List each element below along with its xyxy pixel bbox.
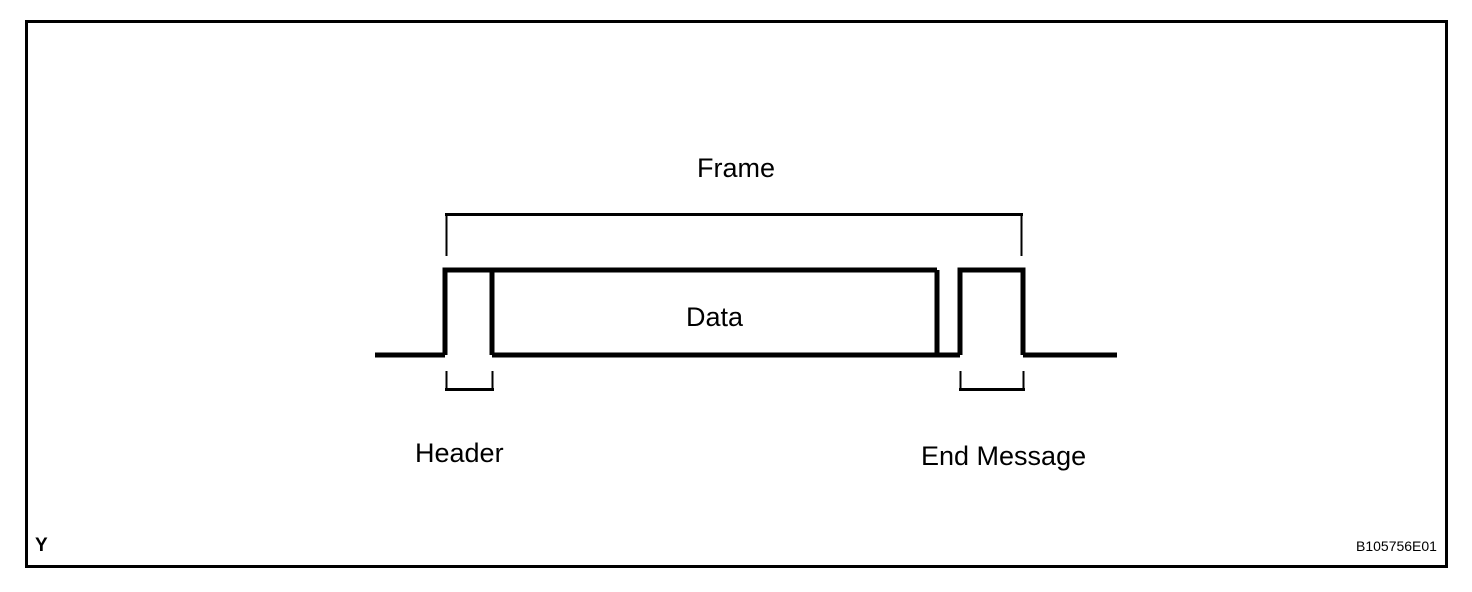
- end-message-label: End Message: [921, 441, 1087, 471]
- header-brace: [445, 371, 494, 391]
- waveform-end-message-pulse: [957, 267, 1026, 355]
- signal-waveform: [375, 267, 1117, 358]
- corner-marker: Y: [35, 535, 48, 556]
- frame-label: Frame: [696, 153, 775, 183]
- figure-code: B105756E01: [1356, 538, 1437, 554]
- end-message-brace: [959, 371, 1025, 391]
- figure-border: [25, 20, 1448, 568]
- header-label: Header: [415, 438, 504, 468]
- frame-bracket: [445, 213, 1023, 256]
- data-label: Data: [685, 302, 744, 332]
- waveform-header-pulse: [442, 267, 495, 355]
